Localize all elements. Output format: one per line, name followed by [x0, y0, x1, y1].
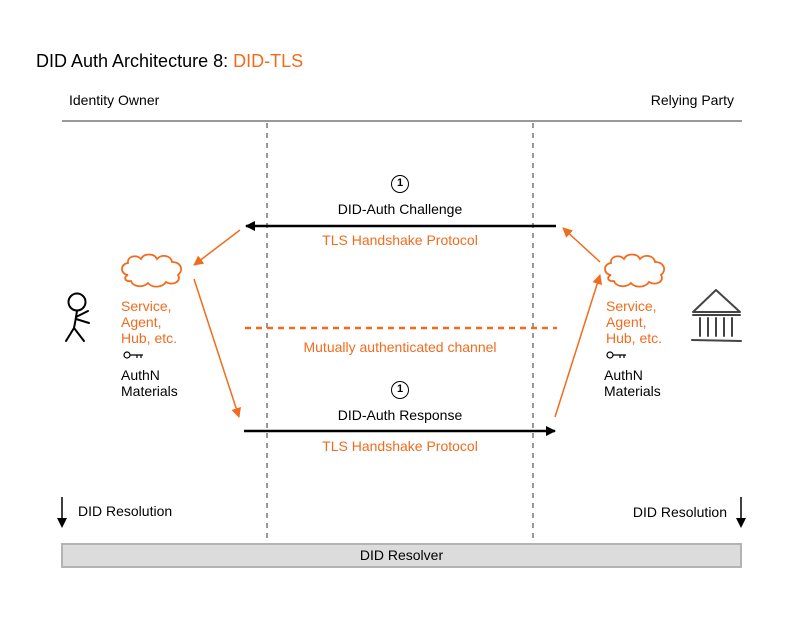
party-service-text: Service, Agent, Hub, etc. — [606, 298, 662, 346]
owner-authn-line: AuthN — [121, 367, 160, 383]
party-authn-line: Materials — [604, 383, 661, 399]
stick-figure-icon — [65, 292, 90, 342]
building-icon — [691, 289, 742, 342]
cloud-icon — [121, 253, 183, 288]
key-icon — [606, 351, 626, 359]
identity-owner-label: Identity Owner — [69, 92, 160, 108]
challenge-step-badge: 1 — [391, 175, 409, 193]
did-resolver-bar: DID Resolver — [61, 543, 742, 568]
left-resolution-label: DID Resolution — [78, 503, 173, 519]
response-label: DID-Auth Response — [337, 407, 463, 423]
party-service-line: Agent, — [606, 314, 647, 330]
owner-to-response-arrow — [193, 278, 241, 418]
cloud-icon — [604, 253, 666, 288]
owner-service-text: Service, Agent, Hub, etc. — [121, 298, 177, 346]
challenge-protocol: TLS Handshake Protocol — [322, 232, 478, 248]
down-arrow-icon — [57, 497, 67, 528]
owner-service-line: Hub, etc. — [121, 330, 178, 346]
right-resolution-label: DID Resolution — [632, 504, 727, 520]
title-prefix: DID Auth Architecture 8: — [36, 51, 234, 71]
owner-service-line: Service, — [121, 298, 172, 314]
party-authn-text: AuthN Materials — [604, 367, 661, 399]
owner-service-line: Agent, — [121, 314, 162, 330]
response-to-party-arrow — [554, 274, 603, 418]
owner-authn-line: Materials — [121, 383, 178, 399]
title-accent: DID-TLS — [233, 51, 304, 71]
challenge-to-owner-arrow — [193, 229, 241, 266]
did-resolver-label: DID Resolver — [359, 547, 444, 563]
party-service-line: Hub, etc. — [606, 330, 663, 346]
page-title: DID Auth Architecture 8: DID-TLS — [36, 51, 303, 72]
key-icon — [123, 351, 143, 359]
down-arrow-icon — [736, 497, 746, 528]
party-authn-line: AuthN — [604, 367, 643, 383]
relying-party-label: Relying Party — [650, 92, 734, 108]
response-step-badge: 1 — [391, 381, 409, 399]
party-service-line: Service, — [606, 298, 657, 314]
party-to-challenge-arrow — [562, 227, 601, 263]
challenge-label: DID-Auth Challenge — [337, 201, 463, 217]
owner-authn-text: AuthN Materials — [121, 367, 178, 399]
channel-label: Mutually authenticated channel — [303, 339, 497, 355]
response-protocol: TLS Handshake Protocol — [322, 438, 478, 454]
